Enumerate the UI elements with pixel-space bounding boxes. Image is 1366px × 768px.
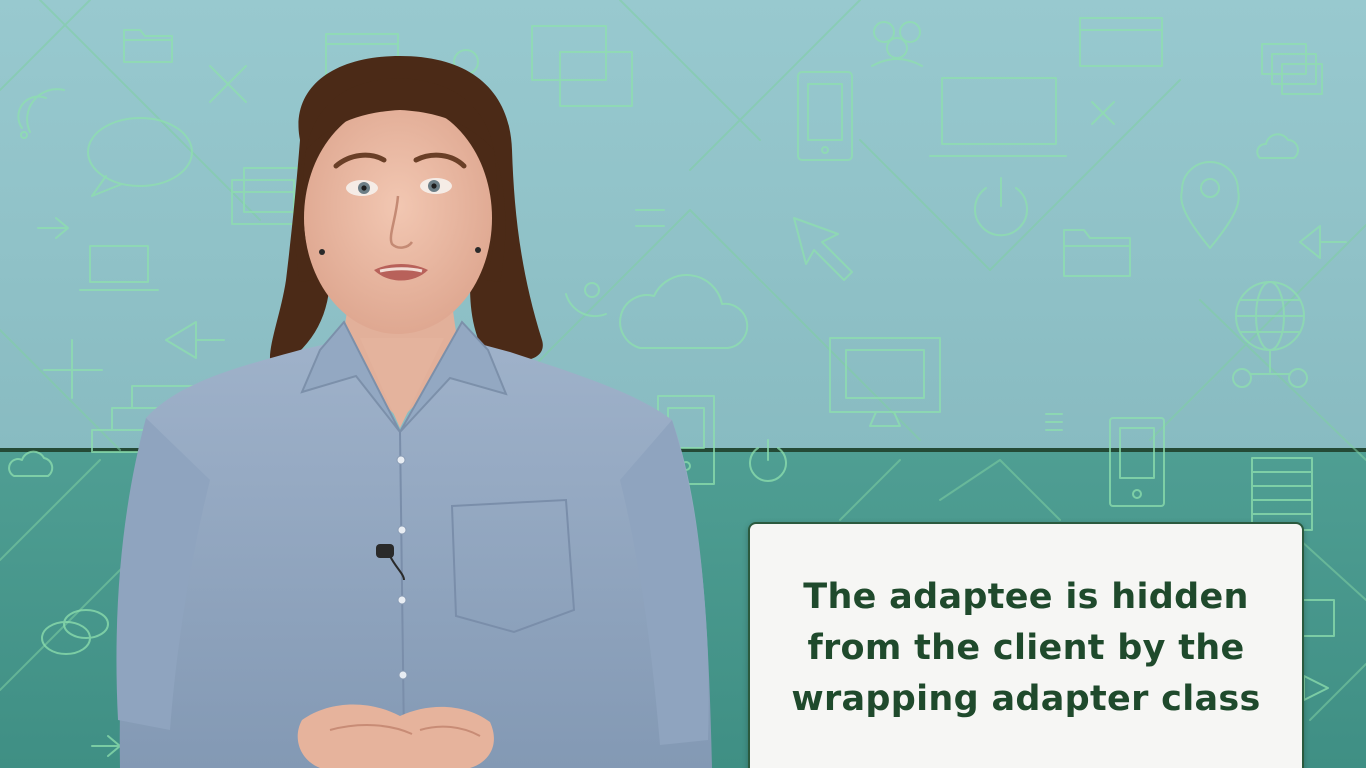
caption-text: The adaptee is hidden from the client by… [750, 572, 1302, 725]
plus-icon [43, 339, 103, 399]
cloud-icon [1256, 133, 1299, 159]
monitor-icon [929, 77, 1067, 157]
close-x-icon [1091, 101, 1115, 125]
shirt-button [397, 525, 407, 535]
signal-arc-icon [565, 282, 607, 318]
shirt-button [397, 595, 407, 605]
shirt-collar-left [300, 320, 401, 433]
play-arrow-icon [1303, 675, 1329, 701]
arrow-left-icon [165, 321, 225, 359]
hands [297, 704, 494, 768]
lapel-microphone [376, 544, 405, 581]
shirt-button [398, 670, 408, 680]
caption-line: The adaptee is hidden [803, 577, 1249, 617]
chat-bubble-icon [87, 117, 193, 197]
arrow-left-icon [1299, 225, 1347, 259]
shirt-button [396, 455, 406, 465]
monitor-icon [829, 337, 941, 427]
folder-icon [123, 29, 173, 63]
people-group-icon [871, 21, 923, 67]
folder-icon [1063, 229, 1131, 277]
windows-stack-icon [1261, 43, 1323, 95]
background-divider-line [0, 448, 1366, 452]
server-rack-icon [1251, 457, 1313, 531]
right-sleeve [620, 420, 709, 745]
eyes [346, 178, 452, 196]
chat-bubble-icon [41, 609, 109, 655]
browser-window-icon [1079, 17, 1163, 67]
cloud-icon [8, 450, 54, 477]
close-x-icon [209, 65, 247, 103]
globe-network-icon [1232, 281, 1308, 388]
caption-line: wrapping adapter class [791, 679, 1261, 719]
shirt-pocket [450, 498, 576, 634]
power-icon [749, 439, 787, 482]
caption-line: from the client by the [807, 628, 1245, 668]
left-sleeve [116, 418, 210, 730]
smartphone-icon [1109, 417, 1165, 507]
face [304, 102, 492, 334]
map-pin-icon [1180, 161, 1240, 249]
equals-icon [635, 209, 665, 227]
caption-card: The adaptee is hidden from the client by… [748, 522, 1304, 768]
shirt-collar-right [399, 320, 508, 433]
laptop-icon [79, 245, 159, 291]
arrow-right-icon [37, 217, 69, 239]
cursor-arrow-icon [793, 217, 853, 281]
power-icon [974, 177, 1028, 237]
shirt [119, 338, 713, 768]
wifi-icon [17, 88, 65, 139]
smartphone-icon [797, 71, 853, 161]
cloud-icon [619, 274, 749, 349]
windows-stack-icon [531, 25, 633, 107]
menu-lines-icon [1045, 413, 1063, 431]
